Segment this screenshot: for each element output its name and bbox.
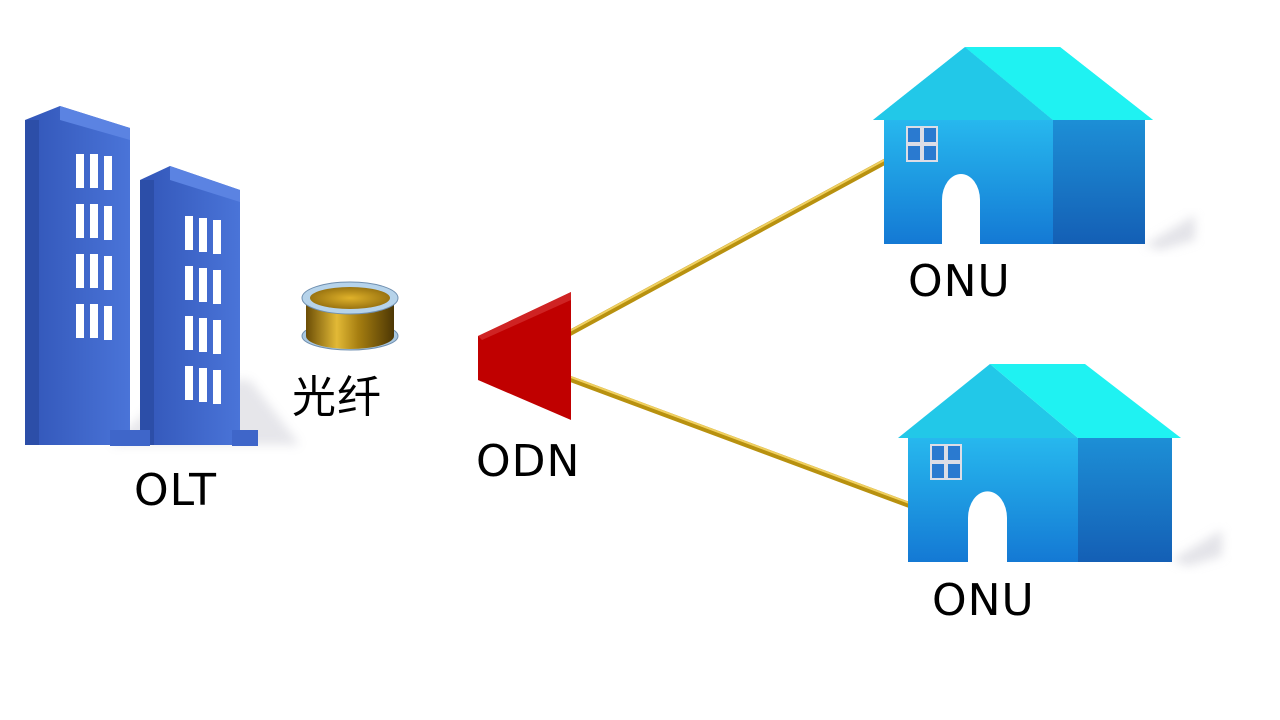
onu-house-icon-top: [873, 47, 1195, 250]
fiber-label: 光纤: [292, 372, 382, 423]
onu-label-top: ONU: [908, 256, 1011, 307]
fiber-links: [237, 157, 915, 509]
fiber-spool-icon: [301, 281, 399, 351]
fiber-line-odn-to-onu-bottom: [565, 375, 915, 509]
olt-building-icon: [25, 106, 300, 446]
odn-label: ODN: [476, 436, 580, 487]
house-shadow: [1172, 530, 1222, 566]
onu-house-icon-bottom: [898, 364, 1222, 566]
odn-splitter-icon: [478, 292, 571, 420]
olt-label: OLT: [134, 465, 217, 516]
house-shadow: [1145, 215, 1195, 250]
fiber-line-highlight-top: [567, 157, 889, 333]
onu-label-bottom: ONU: [932, 575, 1035, 626]
fiber-line-odn-to-onu-top: [565, 157, 891, 337]
fiber-line-highlight-bottom: [567, 375, 913, 505]
